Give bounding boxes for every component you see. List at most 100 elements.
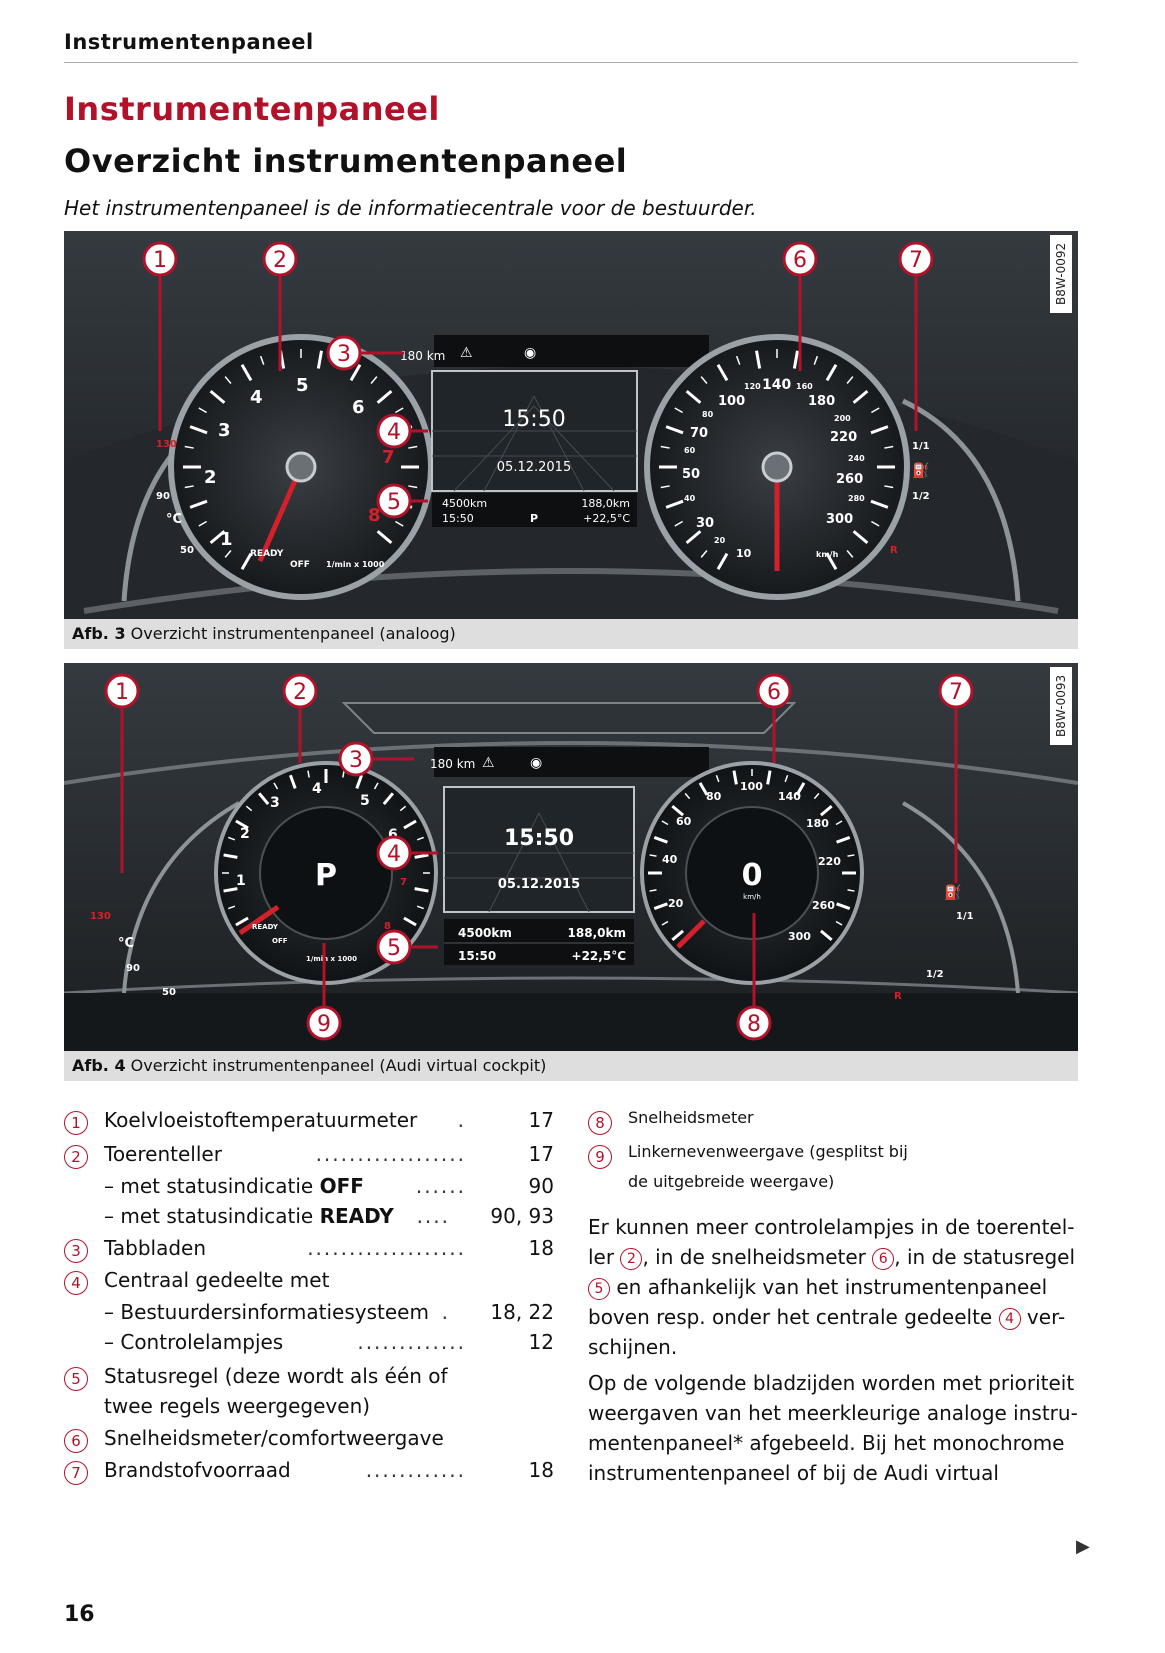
display-time: 15:50 — [502, 407, 565, 432]
page-ref: 90 — [528, 1174, 554, 1198]
temp-label-130: 130 — [90, 911, 111, 922]
list-item: – Bestuurdersinformatiesysteem . 18, 22 — [64, 1300, 554, 1330]
speed-label-30: 30 — [696, 516, 714, 531]
nav-icon: ◉ — [524, 345, 536, 361]
tacho-unit-text: 1/min x 1000 — [326, 560, 385, 569]
callout-marker — [376, 835, 412, 871]
callout-number: 8 — [588, 1111, 612, 1135]
gauge-tick — [674, 407, 683, 414]
temp-label-90: 90 — [126, 963, 140, 974]
callout-number: 1 — [64, 1111, 88, 1135]
gauge-tick — [870, 425, 889, 435]
list-item-text: Linkernevenweergave (gesplitst bij — [628, 1142, 908, 1161]
figure-virtual-cockpit: P 1 2 3 4 5 6 7 8 READY OFF 1/min x 1000… — [64, 663, 1078, 1075]
speed-label-40: 40 — [662, 853, 678, 866]
paragraph-following-pages: Op de volgende bladzijden worden met pri… — [588, 1371, 1078, 1485]
fuel-label-reserve: R — [894, 991, 902, 1002]
list-item-text: Brandstofvoorraad — [104, 1458, 291, 1482]
speed-label-180: 180 — [806, 817, 829, 830]
gauge-tick — [649, 889, 657, 892]
callout-number: 9 — [588, 1145, 612, 1169]
tacho-label-7: 7 — [382, 447, 395, 468]
fuel-pump-icon: ⛽ — [944, 884, 961, 901]
tacho-label-1: 1 — [236, 873, 246, 889]
gauge-tick — [240, 364, 253, 382]
figure-code: B8W-0092 — [1050, 235, 1072, 313]
gauge-tick — [835, 920, 843, 926]
list-item-text: Koelvloeistoftemperatuurmeter — [104, 1108, 418, 1132]
speed-label-280: 280 — [848, 494, 865, 503]
gauge-tick — [316, 350, 323, 369]
tacho-label-3: 3 — [218, 420, 231, 441]
status-trip: 188,0km — [568, 926, 626, 940]
speed-label-200: 200 — [834, 414, 851, 423]
speed-inner-display — [685, 806, 819, 940]
page-title: Overzicht instrumentenpaneel — [64, 142, 628, 180]
speed-label-260: 260 — [812, 899, 835, 912]
gauge-tick — [184, 445, 194, 449]
callout-marker — [338, 741, 374, 777]
gauge-tick — [240, 552, 253, 570]
gauge-tick — [273, 782, 279, 790]
tacho-label-8: 8 — [384, 921, 391, 932]
page-ref: 18, 22 — [490, 1300, 554, 1324]
gauge-tick — [416, 905, 424, 910]
callout-number: 4 — [64, 1271, 88, 1295]
gauge-tick — [224, 550, 232, 558]
display-date: 05.12.2015 — [498, 877, 580, 892]
tacho-label-6: 6 — [352, 397, 365, 418]
gauge-tick — [661, 920, 669, 926]
gauge-tick — [847, 854, 855, 857]
callout-marker — [898, 241, 934, 277]
speed-label-100: 100 — [718, 394, 745, 409]
figure-caption: Afb. 4 Overzicht instrumentenpaneel (Aud… — [64, 1051, 1078, 1081]
list-sub-item: – Bestuurdersinformatiesysteem — [104, 1300, 429, 1324]
fuel-gauge-bezel — [901, 398, 1021, 602]
callout-label: 1 — [115, 680, 129, 705]
analog-cluster-illustration: 1 2 3 4 5 6 7 8 READY OFF 1/min x 1000 1… — [64, 231, 1078, 643]
gauge-tick — [660, 485, 670, 489]
screen-grid — [444, 812, 634, 913]
tacho-off-text: OFF — [272, 937, 288, 945]
gauge-tick — [416, 836, 424, 841]
callout-label: 7 — [909, 248, 923, 273]
leader-dots: .................. — [315, 1142, 466, 1166]
leader-dots: ............ — [365, 1458, 466, 1482]
figure-analog-cluster: 1 2 3 4 5 6 7 8 READY OFF 1/min x 1000 1… — [64, 231, 1078, 643]
temp-gauge-bezel — [122, 801, 240, 994]
gauge-tick — [852, 530, 869, 544]
speed-label-220: 220 — [830, 430, 857, 445]
tachometer-hub — [285, 451, 317, 483]
callout-number: 2 — [64, 1145, 88, 1169]
tacho-off-text: OFF — [290, 560, 310, 570]
callout-marker — [306, 1005, 342, 1041]
gauge-tick — [700, 376, 708, 384]
gauge-tick — [884, 485, 894, 489]
callout-label: 2 — [273, 248, 287, 273]
callout-marker — [142, 241, 178, 277]
tacho-label-1: 1 — [220, 529, 233, 550]
gauge-tick — [198, 520, 207, 527]
callout-marker — [756, 673, 792, 709]
gauge-tick — [307, 770, 310, 778]
status-odometer: 4500km — [442, 497, 487, 510]
gauge-tick — [735, 355, 741, 365]
gauge-tick — [403, 916, 417, 927]
gauge-tick — [716, 552, 729, 570]
tacho-ready-text: READY — [252, 923, 279, 931]
list-item-text: de uitgebreide weergave) — [628, 1172, 835, 1191]
speed-value: 0 — [742, 858, 763, 893]
list-item: 4 Centraal gedeelte met — [64, 1268, 554, 1298]
caption-text: Overzicht instrumentenpaneel (Audi virtu… — [130, 1056, 547, 1075]
gauge-tick — [259, 355, 265, 365]
gauge-tick — [382, 792, 394, 806]
list-item-text: Centraal gedeelte met — [104, 1268, 330, 1292]
speed-label-220: 220 — [818, 855, 841, 868]
gauge-tick — [870, 499, 889, 509]
figure-caption: Afb. 3 Overzicht instrumentenpaneel (ana… — [64, 619, 1078, 649]
callout-label: 3 — [349, 748, 363, 773]
list-item-text: Snelheidsmeter/comfortweergave — [104, 1426, 444, 1450]
gauge-tick — [871, 407, 880, 414]
page-number: 16 — [64, 1602, 95, 1627]
speed-label-160: 160 — [796, 382, 813, 391]
